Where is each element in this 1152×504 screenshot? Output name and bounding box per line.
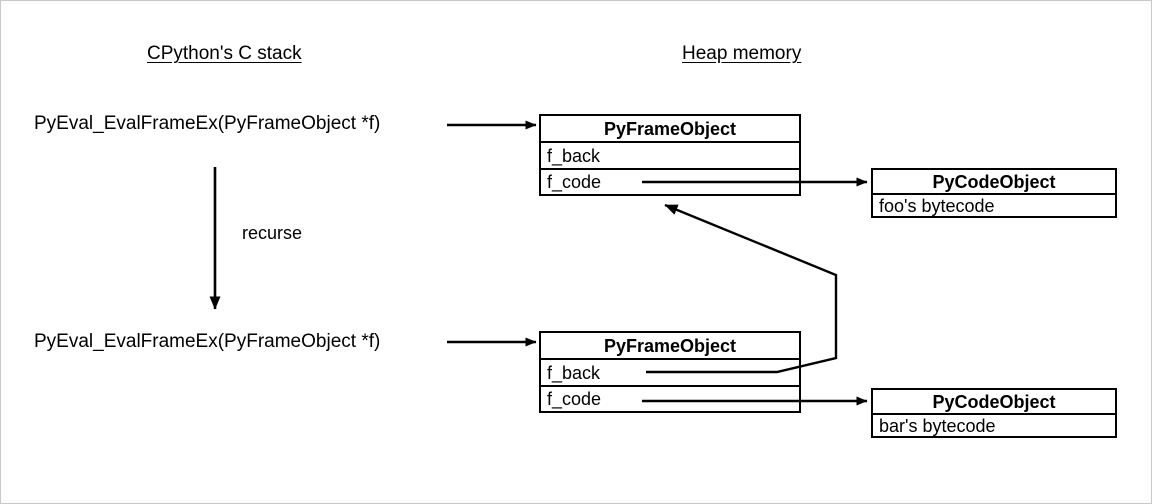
pycodeobject-top-title: PyCodeObject — [873, 170, 1115, 195]
pyframeobject-bottom-f-code: f_code — [547, 389, 602, 409]
pyframeobject-box-bottom: PyFrameObject f_back f_code — [539, 331, 801, 413]
pycodeobject-bottom-body: bar's bytecode — [879, 415, 996, 436]
pycodeobject-top-body: foo's bytecode — [879, 195, 995, 216]
pyframeobject-top-f-back: f_back — [541, 143, 799, 170]
call-label-top: PyEval_EvalFrameEx(PyFrameObject *f) — [34, 113, 381, 134]
pyframeobject-bottom-title: PyFrameObject — [541, 333, 799, 360]
heading-heap-memory: Heap memory — [682, 43, 802, 64]
pycodeobject-box-top: PyCodeObject foo's bytecode — [871, 168, 1117, 218]
pycodeobject-box-bottom: PyCodeObject bar's bytecode — [871, 388, 1117, 438]
pycodeobject-bottom-title: PyCodeObject — [873, 390, 1115, 415]
pyframeobject-bottom-f-back: f_back — [541, 360, 799, 387]
pyframeobject-box-top: PyFrameObject f_back f_code — [539, 114, 801, 196]
pyframeobject-top-title: PyFrameObject — [541, 116, 799, 143]
recurse-label: recurse — [242, 223, 303, 243]
call-label-bottom: PyEval_EvalFrameEx(PyFrameObject *f) — [34, 331, 381, 352]
heading-cpython-c-stack: CPython's C stack — [147, 43, 302, 64]
pyframeobject-top-f-code: f_code — [547, 172, 602, 192]
